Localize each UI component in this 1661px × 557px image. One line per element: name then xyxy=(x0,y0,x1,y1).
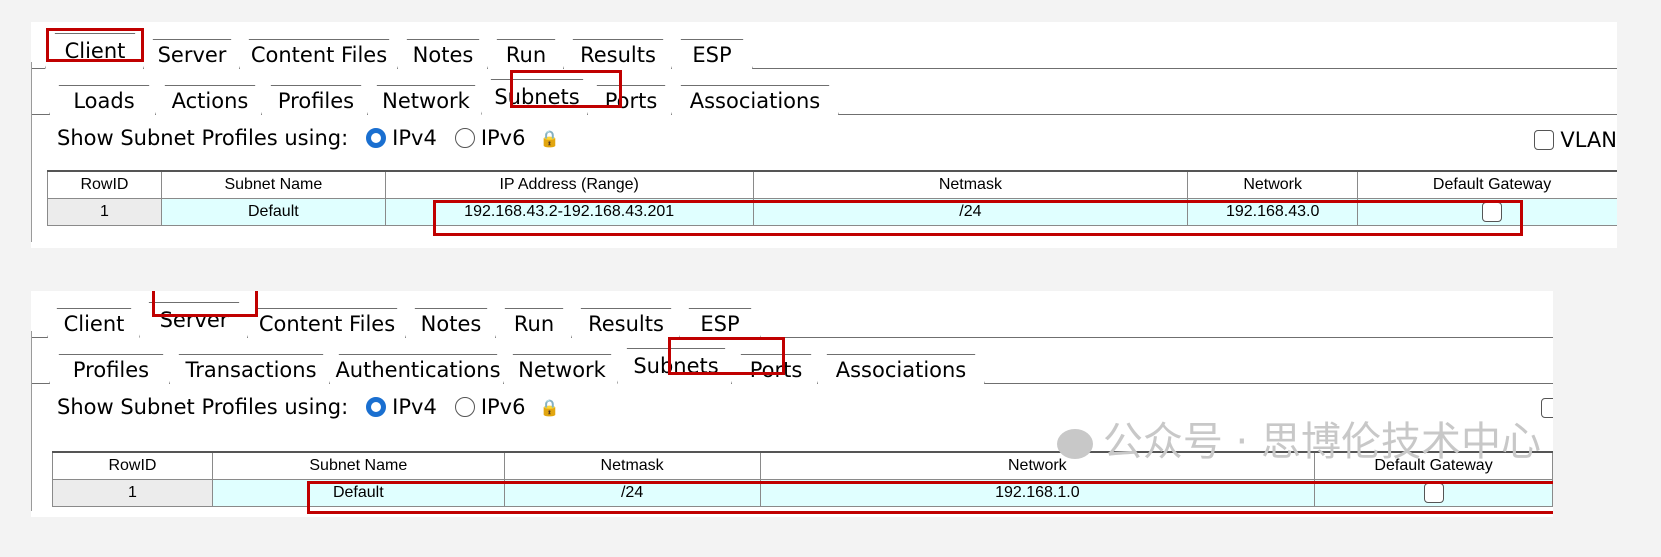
vlan-checkbox[interactable] xyxy=(1534,130,1555,150)
cell-network[interactable]: 192.168.1.0 xyxy=(759,479,1316,507)
tab-notes[interactable]: Notes xyxy=(405,308,497,338)
lock-icon: 🔒 xyxy=(539,128,560,148)
sub-tab-bar: Profiles Transactions Authentications Ne… xyxy=(31,343,1553,384)
cell-rowid[interactable]: 1 xyxy=(47,198,162,226)
col-default-gateway[interactable]: Default Gateway xyxy=(1314,451,1553,480)
tab-results[interactable]: Results xyxy=(571,308,681,338)
tab-client[interactable]: Client xyxy=(45,33,145,69)
client-subnets-panel: Client Server Content Files Notes Run Re… xyxy=(31,22,1617,248)
cell-netmask[interactable]: /24 xyxy=(752,198,1189,226)
tab-ports[interactable]: Ports xyxy=(731,354,821,384)
tab-subnets[interactable]: Subnets xyxy=(617,348,735,384)
ipv6-radio[interactable] xyxy=(454,128,475,148)
wechat-icon xyxy=(1056,429,1093,459)
vlan-option xyxy=(1541,397,1553,418)
tab-subnets[interactable]: Subnets xyxy=(481,79,593,115)
tab-client[interactable]: Client xyxy=(47,308,141,338)
table-row[interactable]: 1 Default /24 192.168.1.0 xyxy=(52,479,1553,507)
tab-results[interactable]: Results xyxy=(563,39,673,69)
tab-network[interactable]: Network xyxy=(367,85,485,115)
ip-version-selector: Show Subnet Profiles using: IPv4 IPv6 🔒 xyxy=(57,395,559,419)
cell-default-gateway[interactable] xyxy=(1314,479,1553,507)
col-rowid[interactable]: RowID xyxy=(52,451,213,480)
vlan-label: VLAN xyxy=(1560,128,1617,152)
cell-default-gateway[interactable] xyxy=(1357,198,1617,226)
ipv6-label: IPv6 xyxy=(480,126,526,150)
col-ip-range[interactable]: IP Address (Range) xyxy=(384,170,754,199)
cell-ip-range[interactable]: 192.168.43.2-192.168.43.201 xyxy=(384,198,754,226)
table-header-row: RowID Subnet Name IP Address (Range) Net… xyxy=(47,170,1617,199)
tab-loads[interactable]: Loads xyxy=(49,85,159,115)
tab-esp[interactable]: ESP xyxy=(679,308,761,338)
main-tab-bar: Client Server Content Files Notes Run Re… xyxy=(31,297,1553,338)
tab-profiles[interactable]: Profiles xyxy=(261,85,371,115)
col-netmask[interactable]: Netmask xyxy=(752,170,1189,199)
sub-tab-bar: Loads Actions Profiles Network Subnets P… xyxy=(31,74,1617,115)
col-netmask[interactable]: Netmask xyxy=(503,451,761,480)
cell-netmask[interactable]: /24 xyxy=(503,479,761,507)
tab-run[interactable]: Run xyxy=(495,308,573,338)
tab-run[interactable]: Run xyxy=(487,39,565,69)
col-network[interactable]: Network xyxy=(759,451,1316,480)
tab-content-files[interactable]: Content Files xyxy=(247,308,407,338)
table-header-row: RowID Subnet Name Netmask Network Defaul… xyxy=(52,451,1553,480)
tab-associations[interactable]: Associations xyxy=(671,85,839,115)
ipv6-radio[interactable] xyxy=(454,397,475,417)
col-default-gateway[interactable]: Default Gateway xyxy=(1357,170,1617,199)
tab-authentications[interactable]: Authentications xyxy=(329,354,507,384)
show-profiles-label: Show Subnet Profiles using: xyxy=(57,395,349,419)
ipv4-radio[interactable] xyxy=(366,128,387,148)
tab-profiles[interactable]: Profiles xyxy=(49,354,173,384)
tab-network[interactable]: Network xyxy=(503,354,621,384)
default-gateway-checkbox[interactable] xyxy=(1482,202,1503,222)
main-tab-bar: Client Server Content Files Notes Run Re… xyxy=(31,28,1617,69)
server-subnets-panel: Client Server Content Files Notes Run Re… xyxy=(31,291,1553,517)
watermark: 公众号 · 思博伦技术中心 xyxy=(1056,409,1541,467)
client-subnets-table: RowID Subnet Name IP Address (Range) Net… xyxy=(47,170,1617,226)
cell-subnet-name[interactable]: Default xyxy=(211,479,505,507)
tab-server[interactable]: Server xyxy=(143,39,241,69)
tab-notes[interactable]: Notes xyxy=(397,39,489,69)
tab-associations[interactable]: Associations xyxy=(817,354,985,384)
panel-left-border xyxy=(31,331,32,511)
tab-ports[interactable]: Ports xyxy=(587,85,675,115)
panel-left-border xyxy=(31,62,32,242)
col-rowid[interactable]: RowID xyxy=(47,170,162,199)
cell-network[interactable]: 192.168.43.0 xyxy=(1187,198,1359,226)
ip-version-selector: Show Subnet Profiles using: IPv4 IPv6 🔒 xyxy=(57,126,559,150)
ipv4-label: IPv4 xyxy=(392,126,437,150)
tab-esp[interactable]: ESP xyxy=(671,39,753,69)
ipv4-radio[interactable] xyxy=(366,397,387,417)
vlan-checkbox[interactable] xyxy=(1541,397,1553,418)
tab-content-files[interactable]: Content Files xyxy=(239,39,399,69)
cell-rowid[interactable]: 1 xyxy=(52,479,213,507)
col-subnet-name[interactable]: Subnet Name xyxy=(211,451,505,480)
default-gateway-checkbox[interactable] xyxy=(1423,483,1444,503)
ipv4-label: IPv4 xyxy=(392,395,437,419)
col-subnet-name[interactable]: Subnet Name xyxy=(160,170,386,199)
col-network[interactable]: Network xyxy=(1187,170,1359,199)
ipv6-label: IPv6 xyxy=(480,395,526,419)
tab-server[interactable]: Server xyxy=(139,302,249,338)
tab-actions[interactable]: Actions xyxy=(155,85,265,115)
show-profiles-label: Show Subnet Profiles using: xyxy=(57,126,349,150)
vlan-option: VLAN xyxy=(1534,128,1617,152)
table-row[interactable]: 1 Default 192.168.43.2-192.168.43.201 /2… xyxy=(47,198,1617,226)
cell-subnet-name[interactable]: Default xyxy=(160,198,386,226)
lock-icon: 🔒 xyxy=(539,397,560,417)
tab-transactions[interactable]: Transactions xyxy=(169,354,333,384)
